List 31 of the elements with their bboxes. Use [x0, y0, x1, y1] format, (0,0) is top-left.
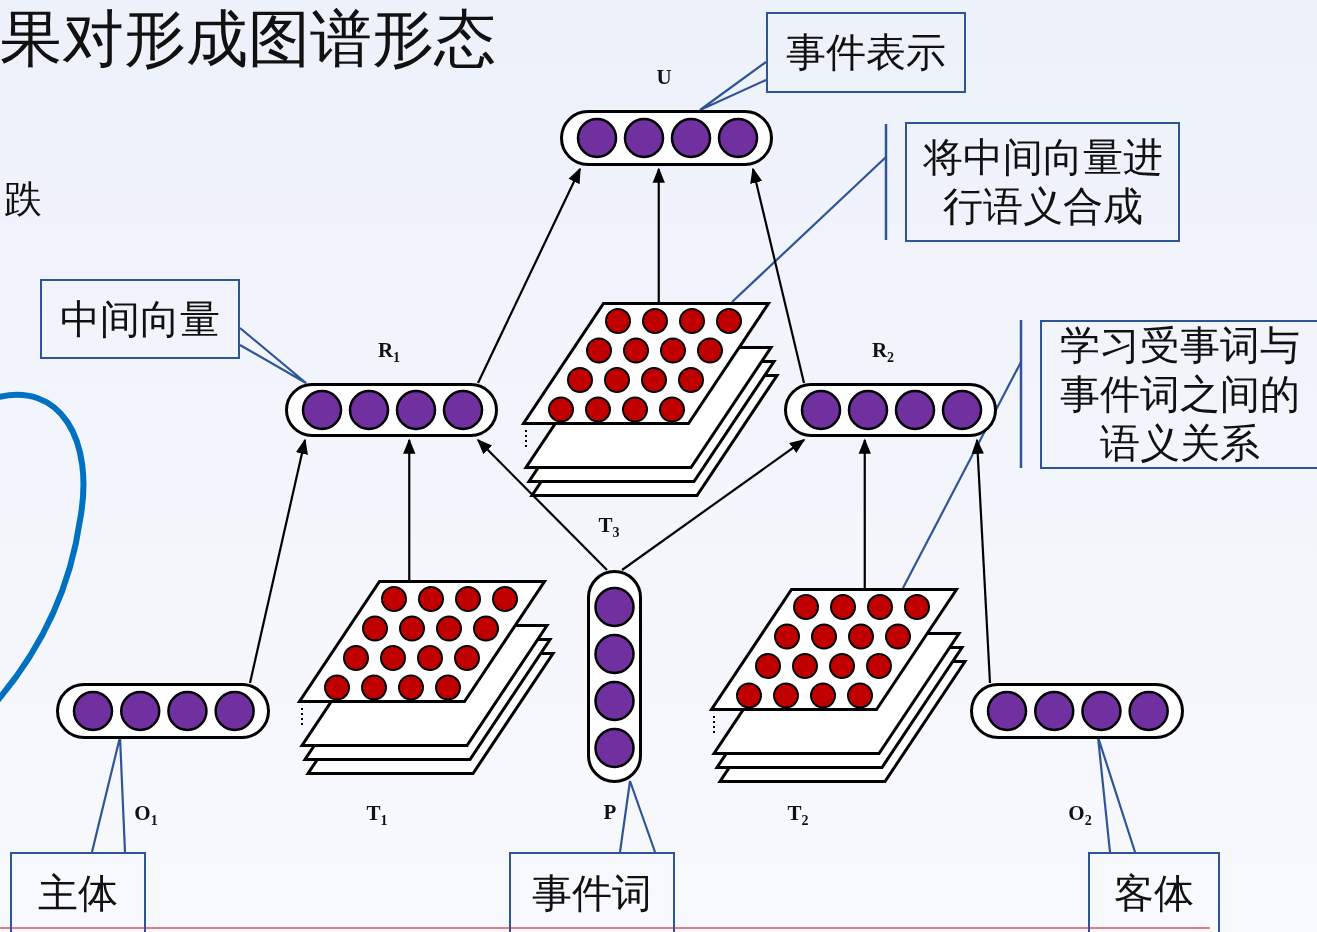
vector-label: T$_{1}$: [366, 800, 388, 830]
callout-box: 事件表示: [766, 12, 966, 93]
vector-label: P: [603, 799, 617, 825]
leader-line: [731, 156, 887, 303]
vector-label: O$_{1}$: [134, 800, 158, 830]
arrow: [750, 167, 806, 384]
arrow: [476, 438, 608, 571]
vector-label: R$_{2}$: [871, 337, 895, 367]
leader-line: [902, 361, 1022, 589]
vector-label: U: [656, 64, 672, 90]
arrow: [477, 167, 581, 384]
arrow: [652, 167, 665, 302]
text-fragment: 跌: [4, 180, 42, 218]
vector-label: R$_{1}$: [377, 337, 401, 367]
arrow: [403, 438, 416, 580]
arrow: [248, 438, 308, 684]
leader-line: [238, 327, 308, 385]
callout-box: 中间向量: [40, 279, 240, 359]
callout-box: 客体: [1088, 852, 1220, 932]
title: 果对形成图谱形态: [0, 8, 496, 70]
arrow: [971, 438, 992, 684]
vector-label: T$_{3}$: [598, 512, 620, 542]
callout-box: 事件词: [509, 852, 675, 932]
arrow: [858, 438, 871, 588]
callout-box: 主体: [10, 852, 146, 932]
leader-line: [698, 61, 768, 112]
callout-box: 学习受事词与事件词之间的语义关系: [1040, 320, 1317, 469]
vector-label: O$_{2}$: [1068, 800, 1092, 830]
vector-label: T$_{2}$: [787, 800, 809, 830]
callout-box: 将中间向量进行语义合成: [905, 122, 1180, 242]
arrow: [621, 439, 806, 571]
